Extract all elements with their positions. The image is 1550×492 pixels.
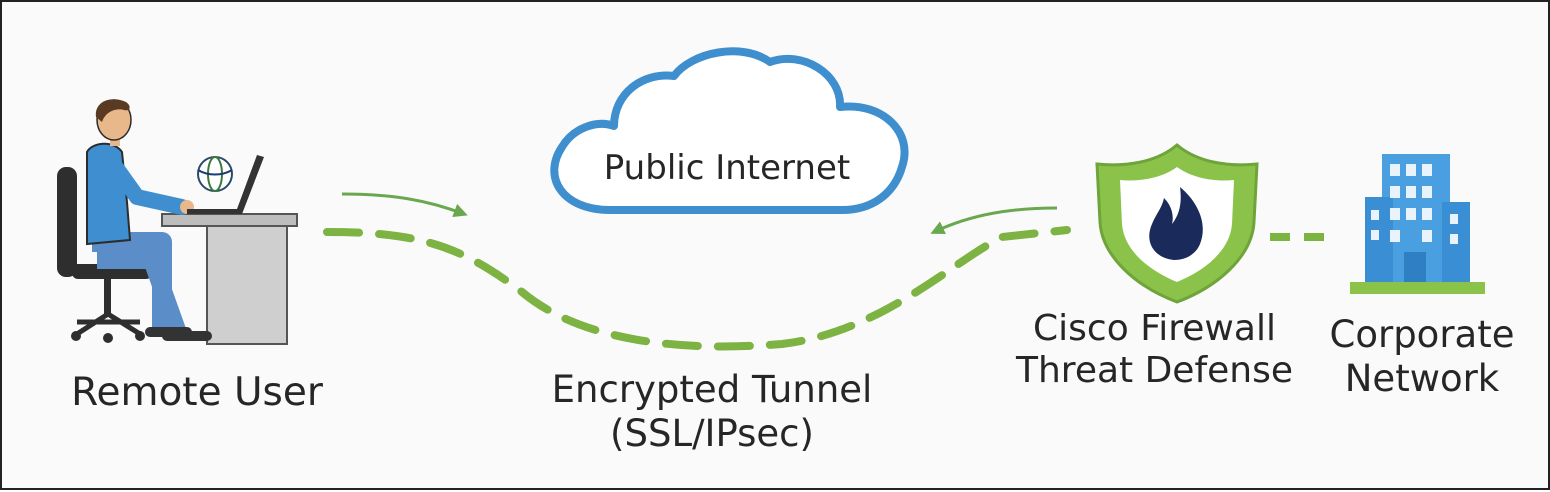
corporate-label-line-1: Corporate: [1329, 313, 1515, 356]
encrypted-tunnel-path: [323, 226, 1071, 351]
shield-flame-icon: [1095, 143, 1259, 304]
globe-icon: [197, 156, 233, 192]
remote-user-label: Remote User: [71, 370, 323, 415]
arrow-firewall-to-internet: [930, 206, 1058, 235]
person-at-laptop-icon: [57, 99, 298, 345]
firewall-label: Cisco Firewall Threat Defense: [1002, 308, 1307, 393]
office-building-icon: [1350, 154, 1485, 294]
cloud-icon: [550, 47, 909, 214]
arrow-user-to-internet: [341, 192, 468, 218]
firewall-label-line-2: Threat Defense: [1016, 350, 1293, 392]
corporate-label: Corporate Network: [1312, 313, 1532, 400]
cloud-label: Public Internet: [603, 148, 851, 188]
corporate-label-line-2: Network: [1344, 356, 1500, 400]
tunnel-label-line-2: (SSL/IPsec): [610, 411, 814, 455]
firewall-label-line-1: Cisco Firewall: [1033, 308, 1276, 349]
tunnel-label: Encrypted Tunnel (SSL/IPsec): [507, 368, 917, 455]
tunnel-label-line-1: Encrypted Tunnel: [551, 368, 873, 411]
